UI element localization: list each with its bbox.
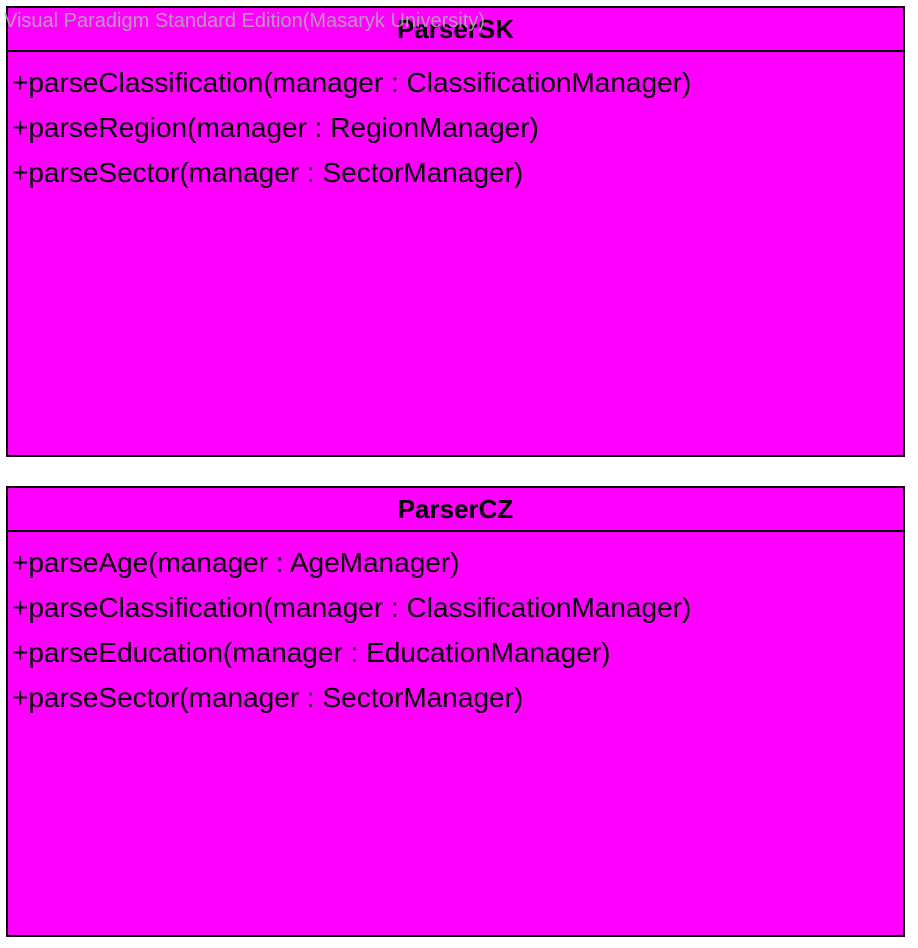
class-box-parsercz[interactable]: ParserCZ +parseAge(manager : AgeManager)… xyxy=(6,486,905,937)
operation: +parseClassification(manager : Classific… xyxy=(12,592,692,623)
operation: +parseSector(manager : SectorManager) xyxy=(12,157,524,188)
class-box-parsersk[interactable]: ParserSK +parseClassification(manager : … xyxy=(6,6,905,457)
operations-compartment: +parseAge(manager : AgeManager) +parseCl… xyxy=(8,532,903,720)
operation: +parseSector(manager : SectorManager) xyxy=(12,682,524,713)
operation: +parseEducation(manager : EducationManag… xyxy=(12,637,611,668)
class-name: ParserSK xyxy=(396,14,515,44)
class-header: ParserCZ xyxy=(8,488,903,532)
operation: +parseAge(manager : AgeManager) xyxy=(12,547,460,578)
class-name: ParserCZ xyxy=(397,494,514,524)
operation: +parseRegion(manager : RegionManager) xyxy=(12,112,539,143)
class-header: ParserSK xyxy=(8,8,903,52)
operations-compartment: +parseClassification(manager : Classific… xyxy=(8,52,903,195)
operation: +parseClassification(manager : Classific… xyxy=(12,67,692,98)
